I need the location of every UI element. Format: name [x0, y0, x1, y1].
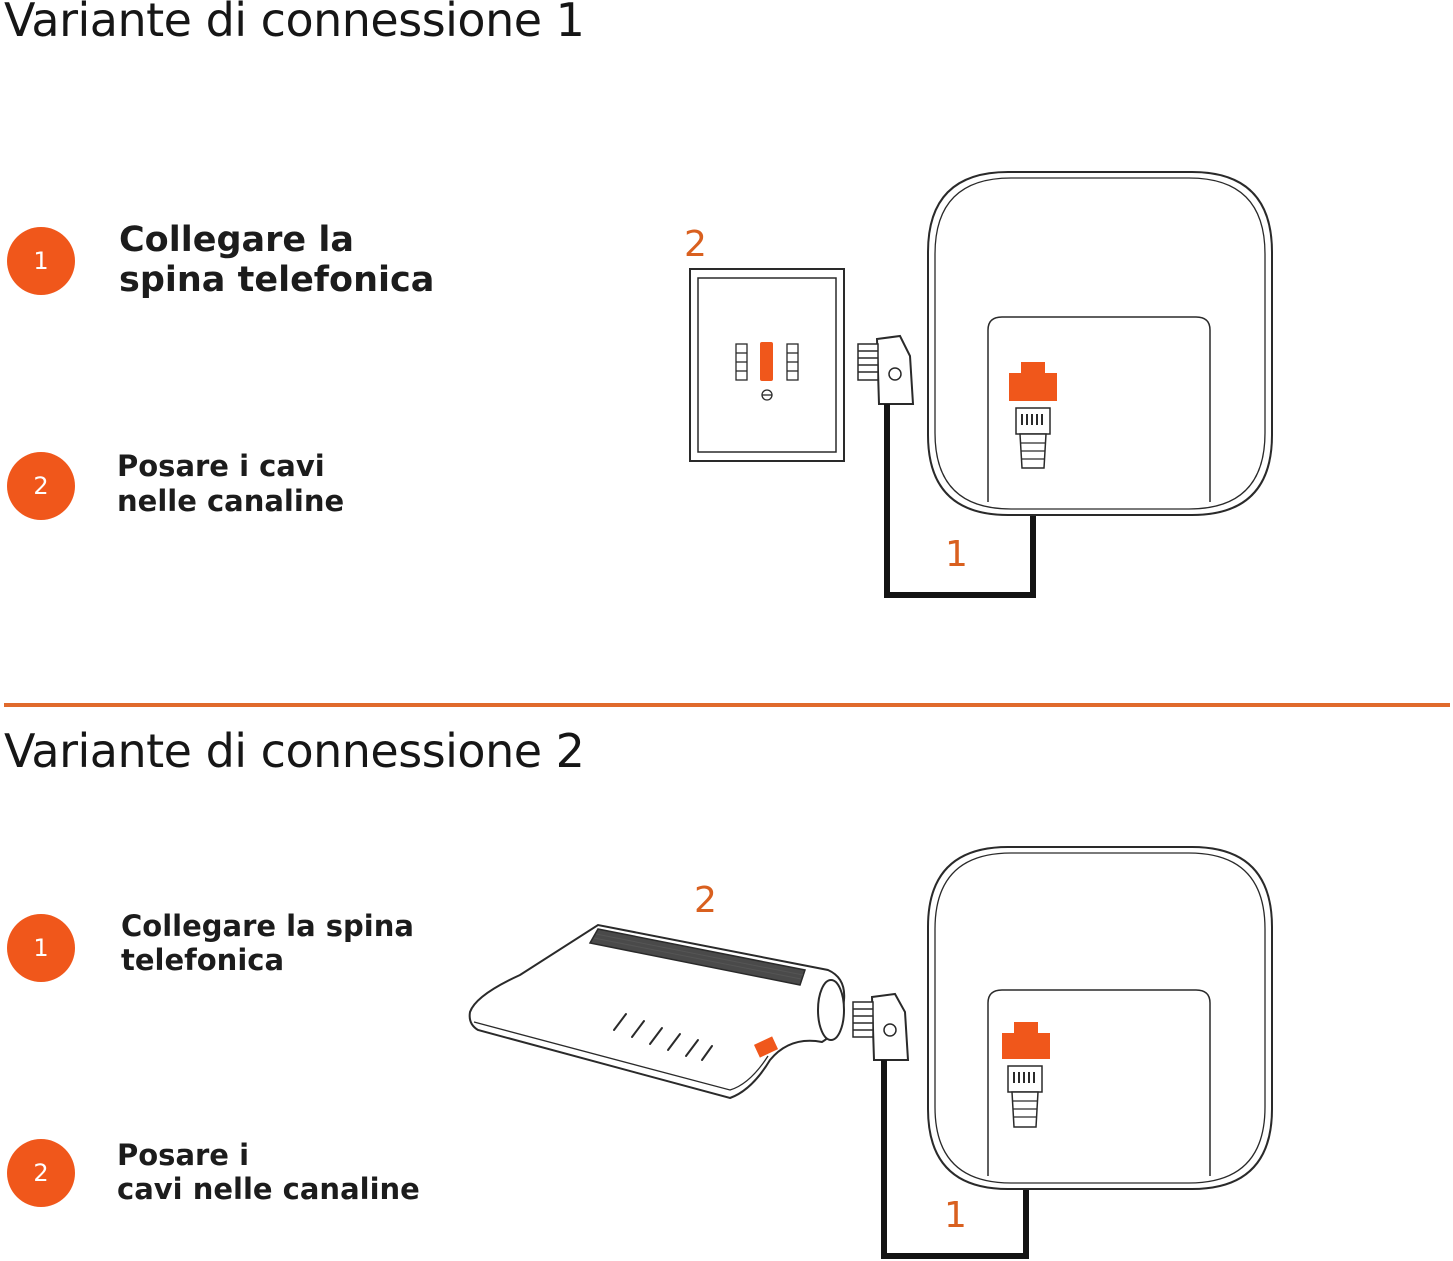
step-2-line-2: nelle canaline: [117, 484, 345, 518]
variant-2-step-1-text: Collegare la spina telefonica: [121, 909, 414, 977]
variant-2-title: Variante di connessione 2: [4, 724, 585, 778]
router-label: 2: [694, 880, 717, 921]
section-divider: [4, 703, 1450, 707]
variant-2-step-2-badge: 2: [7, 1139, 75, 1207]
variant-2-step-1-line-1: Collegare la spina: [121, 909, 414, 943]
variant-2-step-1-line-2: telefonica: [121, 943, 285, 977]
variant-2-step-1-badge: 1: [7, 914, 75, 982]
variant-2-step-2-line-2: cavi nelle canaline: [117, 1172, 420, 1206]
router-icon: [468, 923, 846, 1100]
rj11-port-icon: [1002, 1022, 1050, 1128]
cable-label: 1: [945, 534, 968, 575]
step-1-badge: 1: [7, 227, 75, 295]
step-1-text: Collegare la spina telefonica: [119, 220, 434, 300]
tae-plug-icon: [852, 992, 910, 1061]
base-station-icon: [927, 171, 1273, 516]
wall-socket-icon: [689, 268, 845, 462]
variant-2-step-2-line-1: Posare i: [117, 1138, 250, 1172]
step-1-line-1: Collegare la: [119, 220, 354, 260]
step-1-line-2: spina telefonica: [119, 260, 435, 300]
step-2-line-1: Posare i cavi: [117, 449, 325, 483]
rj11-port-icon: [1009, 362, 1057, 469]
step-2-text: Posare i cavi nelle canaline: [117, 449, 344, 519]
cable-line-2: [881, 1060, 1029, 1259]
variant-1-title: Variante di connessione 1: [4, 0, 585, 47]
variant-2-step-2-text: Posare i cavi nelle canaline: [117, 1138, 420, 1206]
step-2-badge: 2: [7, 452, 75, 520]
tae-plug-icon: [857, 334, 915, 405]
cable-label: 1: [944, 1195, 967, 1236]
base-station-icon: [927, 846, 1273, 1190]
wall-socket-label: 2: [684, 224, 707, 265]
cable-line-1: [884, 404, 1036, 598]
